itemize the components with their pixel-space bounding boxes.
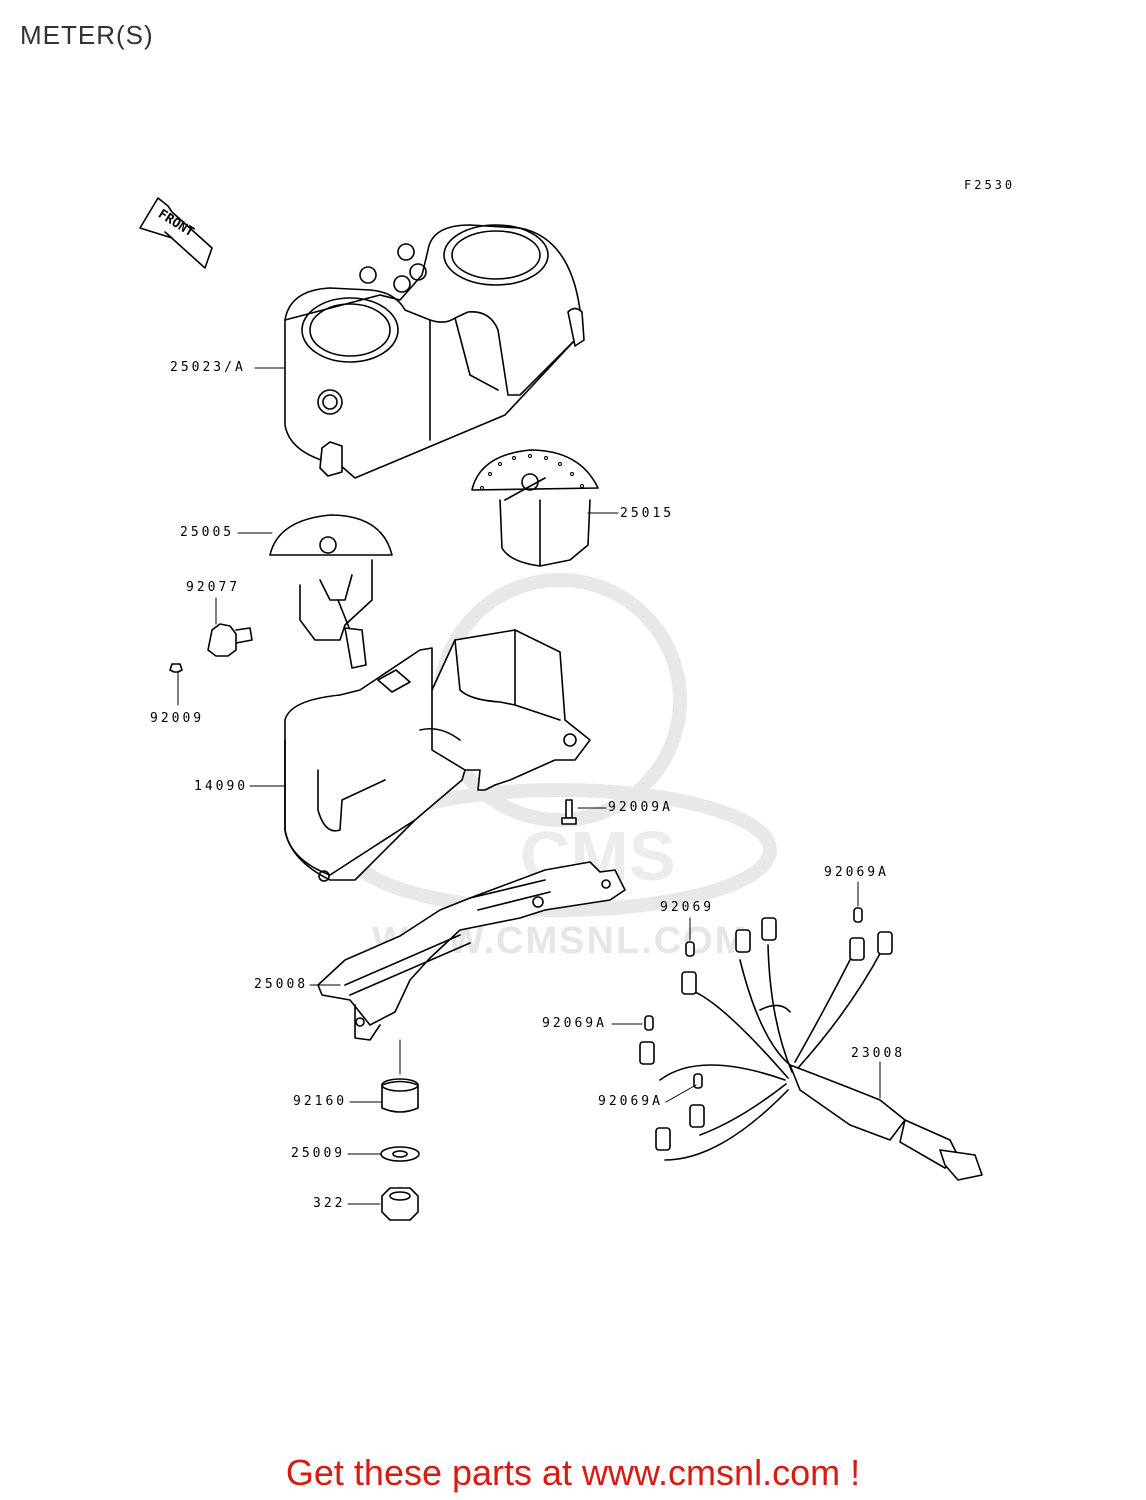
- callout-92160: 92160: [293, 1094, 348, 1109]
- callout-14090: 14090: [194, 779, 249, 794]
- screw-part: [169, 663, 183, 673]
- callout-92077: 92077: [186, 580, 241, 595]
- callout-92069: 92069: [660, 900, 715, 915]
- callout-25008: 25008: [254, 977, 309, 992]
- front-arrow-icon: [139, 197, 213, 269]
- callout-23008: 23008: [851, 1046, 906, 1061]
- speedometer-assembly: [269, 514, 393, 669]
- meter-case: [284, 629, 591, 882]
- washer-part: [380, 1146, 420, 1162]
- callout-92009: 92009: [150, 711, 205, 726]
- leader-lines: [177, 367, 881, 1205]
- callout-25009: 25009: [291, 1146, 346, 1161]
- wiring-harness: [639, 907, 983, 1181]
- callout-92009a: 92009A: [608, 800, 673, 815]
- footer-link[interactable]: Get these parts at www.cmsnl.com !: [285, 1452, 861, 1493]
- callout-25015: 25015: [620, 506, 675, 521]
- screw-a-part: [561, 799, 577, 825]
- callout-322: 322: [313, 1196, 346, 1211]
- grommet-part: [381, 1078, 419, 1113]
- callout-25023a: 25023/A: [170, 360, 246, 375]
- callout-92069a-low: 92069A: [598, 1094, 663, 1109]
- callout-25005: 25005: [180, 525, 235, 540]
- nut-part: [381, 1187, 419, 1221]
- meter-cover: [284, 224, 585, 479]
- callout-92069a-mid: 92069A: [542, 1016, 607, 1031]
- callout-92069a-top: 92069A: [824, 865, 889, 880]
- figure-code: F2530: [964, 178, 1016, 192]
- page-title: METER(S): [20, 20, 154, 50]
- gear-part: [207, 623, 253, 657]
- tachometer-assembly: [471, 449, 599, 567]
- meter-bracket: [317, 861, 626, 1041]
